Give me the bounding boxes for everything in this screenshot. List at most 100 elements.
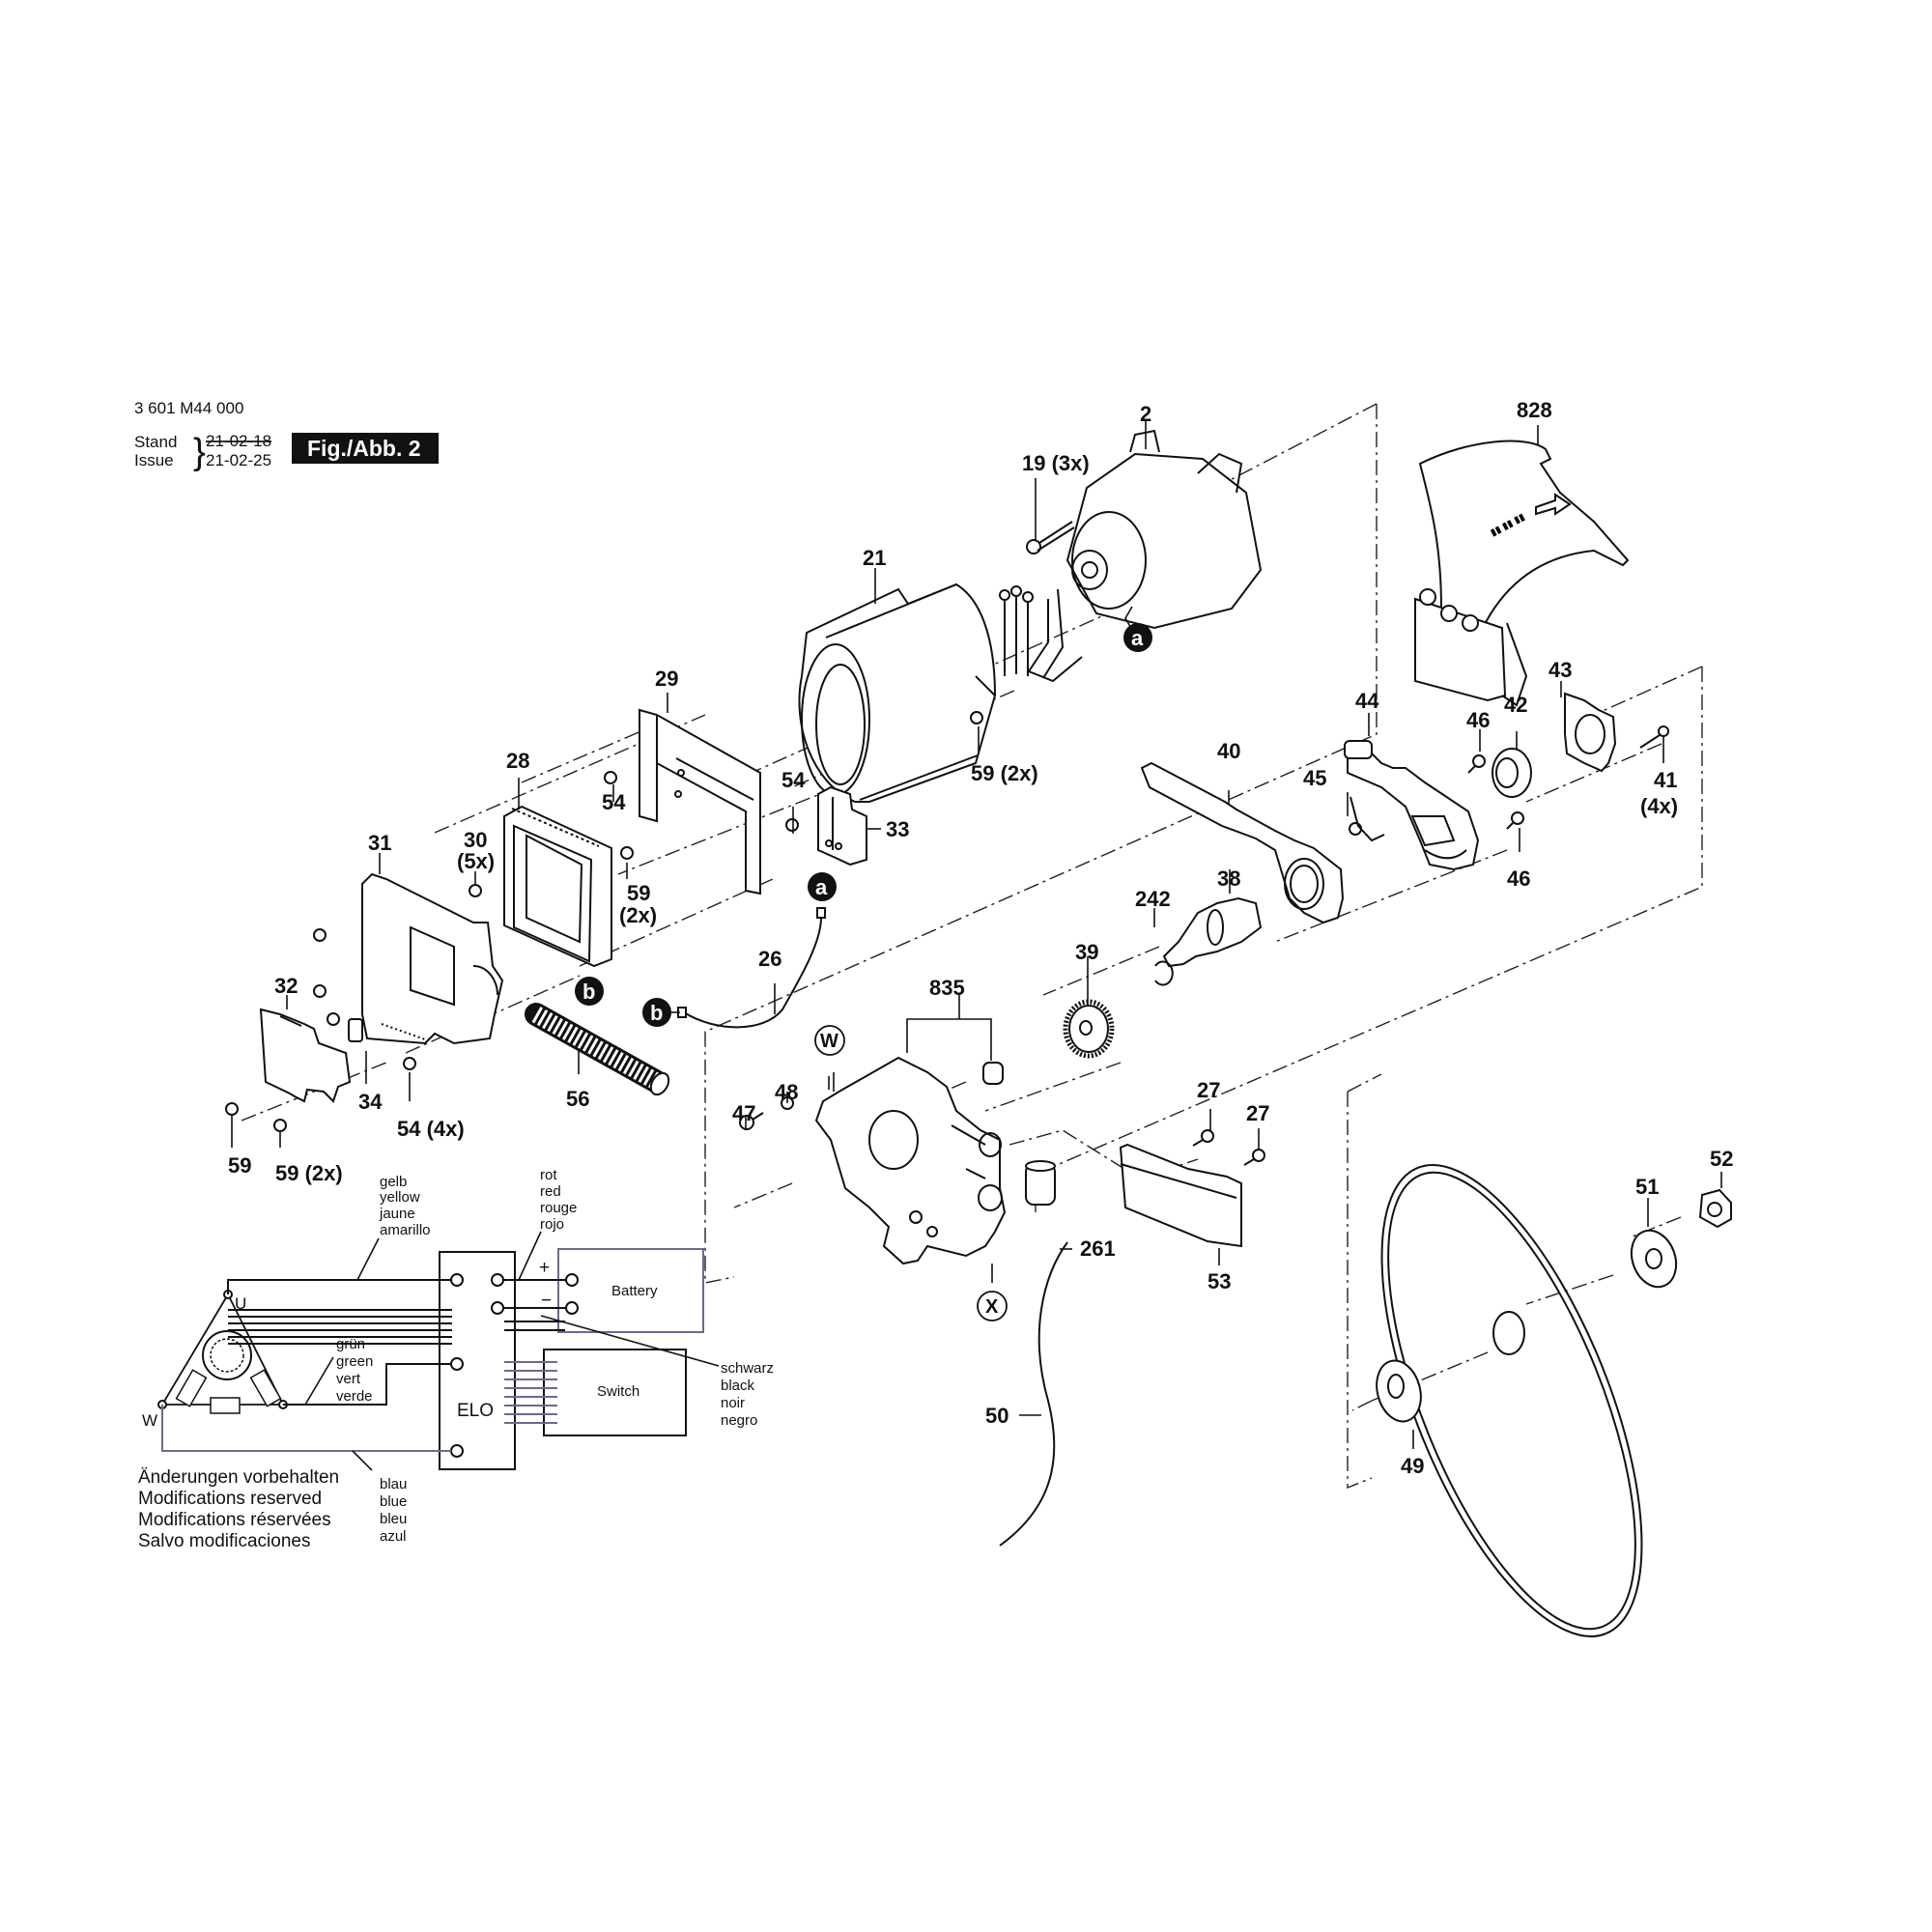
callout-52: 52 (1710, 1147, 1733, 1171)
svg-text:yellow: yellow (380, 1189, 420, 1206)
minus-sign: − (541, 1291, 552, 1311)
part-54-screw-mid[interactable] (785, 818, 799, 832)
part-44-lever-plate[interactable] (1344, 740, 1480, 871)
part-242-circlip[interactable] (1154, 960, 1174, 986)
part-835-gear-housing[interactable] (814, 1056, 1007, 1265)
part-53-plate[interactable] (1119, 1143, 1242, 1248)
part-54-screw-left-3[interactable] (327, 1012, 340, 1026)
callout-21: 21 (863, 546, 886, 570)
part-30-screw[interactable] (469, 884, 482, 897)
callout-828: 828 (1517, 398, 1552, 422)
callout-38: 38 (1217, 867, 1240, 891)
callout-30-qty: (5x) (457, 849, 495, 873)
part-46-screw-lower[interactable] (1506, 811, 1524, 830)
figure-badge (292, 433, 439, 464)
part-32-cover-plate[interactable] (259, 1008, 352, 1103)
part-46-screw-upper[interactable] (1467, 754, 1486, 774)
part-27-screw-lower[interactable] (1243, 1149, 1265, 1166)
svg-text:rojo: rojo (540, 1216, 564, 1233)
part-261-sleeve[interactable] (1025, 1160, 1056, 1206)
connector-x: X (977, 1291, 1008, 1321)
part-59-screw-housing[interactable] (970, 711, 983, 724)
callout-29: 29 (655, 667, 678, 691)
part-31-housing-cover[interactable] (361, 872, 504, 1045)
callout-43: 43 (1548, 658, 1572, 682)
svg-text:noir: noir (721, 1395, 745, 1411)
part-56-corrugated-tube[interactable] (525, 1003, 672, 1097)
wiring-diagram: ELO Battery + − Switch (142, 1167, 774, 1545)
part-54-screw-bottom[interactable] (403, 1057, 416, 1070)
part-33-bracket-clip[interactable] (817, 785, 867, 867)
issue-label: Issue (134, 451, 174, 469)
svg-text:rouge: rouge (540, 1200, 577, 1216)
part-835-bushing[interactable] (982, 1062, 1004, 1085)
svg-text:b: b (650, 1001, 663, 1025)
callout-28: 28 (506, 749, 529, 773)
saw-blade[interactable] (1328, 1131, 1695, 1669)
part-54-screw-left-1[interactable] (313, 928, 327, 942)
part-28-electronics-module[interactable] (503, 805, 612, 968)
svg-text:grün: grün (336, 1336, 365, 1352)
part-59-screw-bottom-2[interactable] (273, 1119, 287, 1132)
part-41-screw[interactable] (1639, 725, 1669, 749)
part-34-small-block[interactable] (348, 1018, 363, 1042)
connector-a-motor: a (1123, 623, 1152, 652)
callout-242: 242 (1135, 887, 1171, 911)
part-42-bearing[interactable] (1492, 748, 1532, 798)
callout-34: 34 (358, 1090, 383, 1114)
part-40-arm[interactable] (1140, 761, 1345, 924)
part-26-cable[interactable] (677, 907, 826, 1029)
wire-blue (161, 1405, 451, 1452)
part-828-riving-knife[interactable]: ▮▮ ▮▮ ▮▮ (1414, 440, 1630, 707)
callout-835: 835 (929, 976, 965, 1000)
part-47-screw[interactable] (739, 1112, 764, 1130)
part-54-screw-left-2[interactable] (313, 984, 327, 998)
svg-text:verde: verde (336, 1388, 373, 1405)
part-43-bearing-plate[interactable] (1564, 692, 1617, 773)
header-block: 3 601 M44 000 Stand Issue } 21-02-18 21-… (134, 399, 439, 472)
callout-27-upper: 27 (1197, 1078, 1220, 1102)
svg-text:Änderungen vorbehalten: Änderungen vorbehalten (138, 1467, 339, 1488)
callout-59-bracket-qty: (2x) (619, 903, 657, 927)
svg-text:gelb: gelb (380, 1174, 407, 1190)
modifications-notice: Änderungen vorbehalten Modifications res… (138, 1467, 339, 1551)
part-2-motor-endcap[interactable] (999, 429, 1263, 683)
callout-56: 56 (566, 1087, 589, 1111)
svg-text:bleu: bleu (380, 1511, 407, 1527)
callout-33: 33 (886, 817, 909, 841)
rotor-icon (202, 1330, 252, 1380)
small-fasteners[interactable] (225, 711, 983, 1132)
brace-glyph: } (193, 432, 206, 472)
callout-51: 51 (1635, 1175, 1659, 1199)
part-59-screw-bracket[interactable] (620, 846, 634, 860)
part-59-screw-bottom-1[interactable] (225, 1102, 239, 1116)
callout-41: 41 (1654, 768, 1677, 792)
callout-47: 47 (732, 1101, 755, 1125)
svg-text:blue: blue (380, 1493, 407, 1510)
part-19-screw[interactable] (1026, 521, 1075, 554)
stand-label: Stand (134, 433, 177, 451)
callout-44: 44 (1355, 689, 1379, 713)
connector-w: W (814, 1025, 845, 1056)
part-38-shaft[interactable] (1162, 896, 1263, 968)
callout-39: 39 (1075, 940, 1098, 964)
callout-59-housing: 59 (2x) (971, 761, 1038, 785)
part-52-nut[interactable] (1698, 1188, 1732, 1229)
part-49-inner-flange[interactable] (1370, 1355, 1427, 1426)
svg-text:rot: rot (540, 1167, 557, 1183)
callout-40: 40 (1217, 739, 1240, 763)
callout-41-qty: (4x) (1640, 794, 1678, 818)
callout-49: 49 (1401, 1454, 1424, 1478)
part-50-cable[interactable] (999, 1241, 1068, 1547)
part-39-gear[interactable] (1063, 999, 1115, 1059)
label-red-wire: rot red rouge rojo (540, 1167, 577, 1233)
svg-text:schwarz: schwarz (721, 1360, 774, 1377)
callout-46-upper: 46 (1466, 708, 1490, 732)
part-27-screw-upper[interactable] (1192, 1129, 1214, 1147)
part-54-screw-upper[interactable] (604, 771, 617, 784)
part-21-motor-housing[interactable] (798, 582, 997, 803)
part-51-outer-flange[interactable] (1624, 1224, 1684, 1293)
part-45-spring[interactable] (1349, 796, 1385, 842)
part-29-mounting-bracket[interactable] (639, 708, 761, 895)
